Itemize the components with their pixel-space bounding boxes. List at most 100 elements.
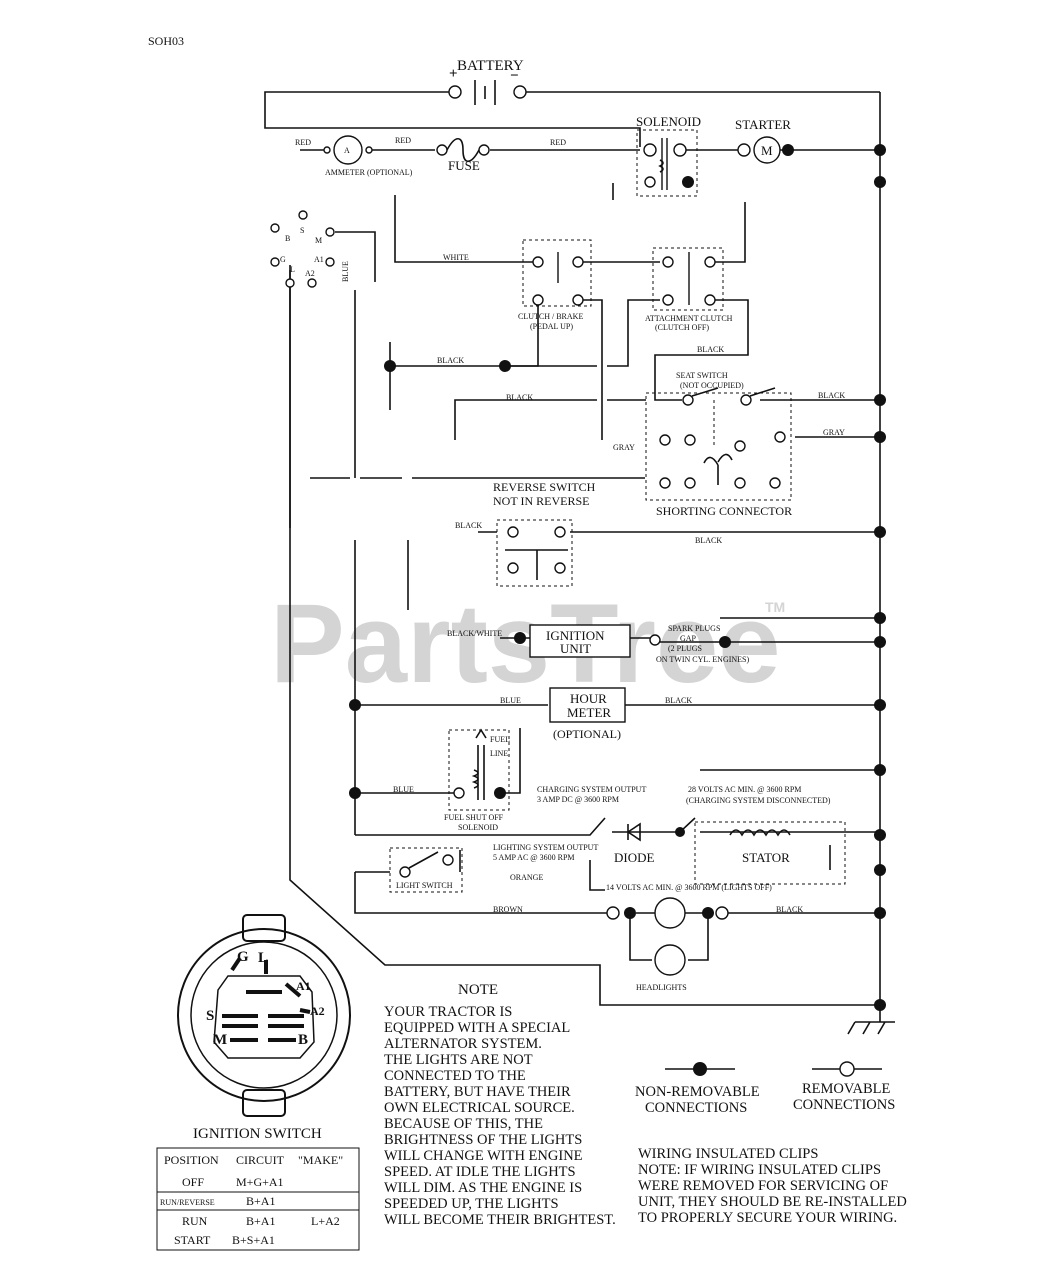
- clutch-brake-label: CLUTCH / BRAKE: [518, 312, 583, 321]
- fuel-line-label-1: FUEL: [490, 735, 510, 744]
- table-row-off-position: OFF: [182, 1175, 204, 1189]
- table-header-make: "MAKE": [298, 1153, 343, 1167]
- starter-label: STARTER: [735, 117, 791, 132]
- clips-note-line: UNIT, THEY SHOULD BE RE-INSTALLED: [638, 1194, 907, 1210]
- table-header-circuit: CIRCUIT: [236, 1153, 285, 1167]
- ignition-face-b: B: [298, 1032, 308, 1048]
- legend-removable-1: REMOVABLE: [802, 1081, 890, 1097]
- legend-removable-2: CONNECTIONS: [793, 1097, 895, 1113]
- wire-label-gray-2: GRAY: [613, 443, 635, 452]
- wire-label-red-2: RED: [395, 136, 411, 145]
- hour-meter-sublabel: (OPTIONAL): [553, 727, 621, 741]
- ammeter-symbol: A: [344, 146, 350, 155]
- hour-meter: HOUR METER (OPTIONAL): [549, 687, 626, 741]
- note-line: ALTERNATOR SYSTEM.: [384, 1036, 542, 1052]
- table-row-start-circuit: B+S+A1: [232, 1233, 275, 1247]
- note-line: WILL BECOME THEIR BRIGHTEST.: [384, 1212, 616, 1228]
- battery-positive: +: [449, 66, 458, 82]
- charging-output-label-2: 3 AMP DC @ 3600 RPM: [537, 795, 619, 804]
- seat-switch: SEAT SWITCH (NOT OCCUPIED) SHORTING CONN…: [645, 371, 792, 518]
- ignition-face-a2: A2: [310, 1004, 325, 1018]
- headlights-label: HEADLIGHTS: [636, 983, 687, 992]
- spark-plugs-label-1: SPARK PLUGS: [668, 624, 720, 633]
- starter-motor: M STARTER: [735, 117, 791, 164]
- note-line: WILL DIM. AS THE ENGINE IS: [384, 1180, 582, 1196]
- terminal-s-label: S: [300, 226, 304, 235]
- wire-label-black-5: BLACK: [455, 521, 482, 530]
- wire-label-red-3: RED: [550, 138, 566, 147]
- reverse-switch-sublabel: NOT IN REVERSE: [493, 494, 589, 508]
- table-row-run-make: L+A2: [311, 1214, 340, 1228]
- ignition-switch-face: G L A1 A2 S M B IGNITION SWITCH: [177, 914, 351, 1142]
- wire-label-black-8: BLACK: [776, 905, 803, 914]
- ammeter: A AMMETER (OPTIONAL): [323, 135, 413, 177]
- wire-label-orange: ORANGE: [510, 873, 543, 882]
- ignition-switch-terminals: B S M G L A1 A2: [270, 210, 335, 288]
- watermark: PartsTree TM: [270, 581, 785, 706]
- wire-label-black-7: BLACK: [665, 696, 692, 705]
- spark-plugs-label-3: (2 PLUGS: [668, 644, 702, 653]
- ignition-switch-label: IGNITION SWITCH: [193, 1126, 322, 1142]
- note-title: NOTE: [458, 982, 498, 998]
- ignition-unit: IGNITION UNIT: [529, 624, 631, 658]
- diode-label: DIODE: [614, 850, 654, 865]
- charging-output-label-1: CHARGING SYSTEM OUTPUT: [537, 785, 646, 794]
- wire-label-red-1: RED: [295, 138, 311, 147]
- spark-plugs: SPARK PLUGS GAP (2 PLUGS ON TWIN CYL. EN…: [649, 624, 750, 664]
- reverse-switch-label: REVERSE SWITCH: [493, 480, 596, 494]
- note-line: THE LIGHTS ARE NOT: [384, 1052, 533, 1068]
- spark-plugs-label-2: GAP: [680, 634, 697, 643]
- ignition-unit-label-1: IGNITION: [546, 628, 605, 643]
- clutch-brake-sublabel: (PEDAL UP): [530, 322, 573, 331]
- note-line: BECAUSE OF THIS, THE: [384, 1116, 543, 1132]
- note-line: SPEED. AT IDLE THE LIGHTS: [384, 1164, 576, 1180]
- battery: BATTERY + −: [448, 58, 527, 105]
- table-row-runrev-circuit: B+A1: [246, 1194, 275, 1208]
- ammeter-label: AMMETER (OPTIONAL): [325, 168, 413, 177]
- clips-note-line: WIRING INSULATED CLIPS: [638, 1146, 818, 1162]
- wire-label-black-3: BLACK: [697, 345, 724, 354]
- seat-switch-sublabel: (NOT OCCUPIED): [680, 381, 744, 390]
- lighting-output-label-2: 5 AMP AC @ 3600 RPM: [493, 853, 575, 862]
- table-row-start-position: START: [174, 1233, 211, 1247]
- page-code: SOH03: [148, 34, 184, 48]
- fuel-shutoff-label-2: SOLENOID: [458, 823, 498, 832]
- wire-label-brown: BROWN: [493, 905, 523, 914]
- fuse-label: FUSE: [448, 158, 480, 173]
- note-line: YOUR TRACTOR IS: [384, 1004, 512, 1020]
- attachment-clutch-sublabel: (CLUTCH OFF): [655, 323, 709, 332]
- ignition-face-m: M: [213, 1032, 227, 1048]
- light-switch-label: LIGHT SWITCH: [396, 881, 453, 890]
- table-row-runrev-position: RUN/REVERSE: [160, 1198, 215, 1207]
- note-line: BRIGHTNESS OF THE LIGHTS: [384, 1132, 582, 1148]
- attachment-clutch-switch: ATTACHMENT CLUTCH (CLUTCH OFF): [645, 247, 733, 332]
- terminal-g-label: G: [280, 255, 286, 264]
- volts-28-label-1: 28 VOLTS AC MIN. @ 3600 RPM: [688, 785, 801, 794]
- wire-label-blue-1: BLUE: [341, 261, 350, 282]
- light-switch: LIGHT SWITCH: [389, 847, 463, 893]
- battery-negative: −: [510, 68, 519, 84]
- terminal-b-label: B: [285, 234, 290, 243]
- table-header-position: POSITION: [164, 1153, 219, 1167]
- reverse-switch: REVERSE SWITCH NOT IN REVERSE: [493, 480, 596, 587]
- wire-color-labels: RED RED RED WHITE BLACK BLACK BLACK BLAC…: [295, 136, 845, 914]
- note-line: EQUIPPED WITH A SPECIAL: [384, 1020, 570, 1036]
- attachment-clutch-label: ATTACHMENT CLUTCH: [645, 314, 733, 323]
- wire-label-black-6: BLACK: [695, 536, 722, 545]
- watermark-tm: TM: [765, 599, 785, 615]
- starter-motor-symbol: M: [761, 143, 773, 158]
- clips-note: WIRING INSULATED CLIPS NOTE: IF WIRING I…: [638, 1146, 907, 1226]
- terminal-a1-label: A1: [314, 255, 324, 264]
- ignition-face-g: G: [237, 949, 249, 965]
- charging-system: CHARGING SYSTEM OUTPUT 3 AMP DC @ 3600 R…: [493, 785, 846, 892]
- battery-label: BATTERY: [457, 58, 524, 74]
- stator-label: STATOR: [742, 850, 790, 865]
- solenoid-label: SOLENOID: [636, 114, 701, 129]
- clutch-brake-switch: CLUTCH / BRAKE (PEDAL UP): [518, 239, 592, 331]
- legend-non-removable-2: CONNECTIONS: [645, 1100, 747, 1116]
- wire-label-white: WHITE: [443, 253, 469, 262]
- wire-label-blue-3: BLUE: [393, 785, 414, 794]
- solenoid: SOLENOID: [636, 114, 701, 197]
- seat-switch-label: SEAT SWITCH: [676, 371, 728, 380]
